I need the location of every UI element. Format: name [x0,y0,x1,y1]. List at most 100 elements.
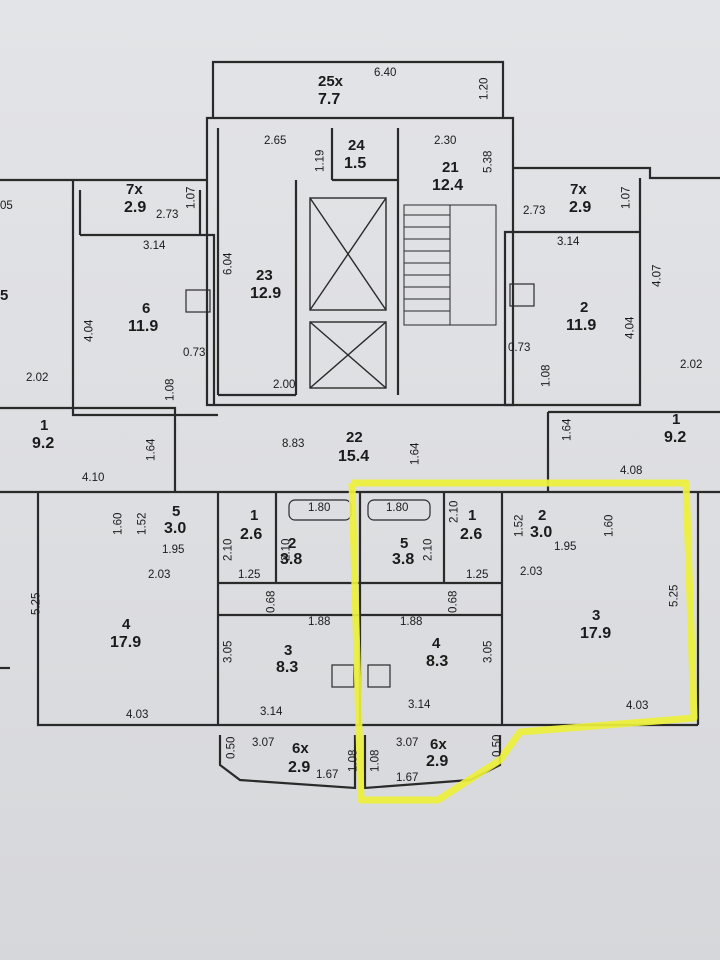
dimension-2-73-left: 2.73 [156,209,179,221]
dimension-8-83: 8.83 [282,438,305,450]
dimension-1-88-b: 1.88 [400,616,423,628]
room-1b-number: 1 [468,507,477,524]
room-2b-number: 2 [538,507,547,524]
dimension-1-25-b: 1.25 [466,569,489,581]
room-5b-number: 5 [400,535,409,552]
room-7x-right-area: 2.9 [569,199,592,216]
stairs-icon [403,204,497,326]
dimension-1-52-right: 1.52 [513,514,526,537]
dimension-1-95-left: 1.95 [162,544,185,556]
room-5-left-area: 3.0 [164,520,187,537]
room-3a-number: 3 [284,642,293,659]
room-4-left-area: 17.9 [110,634,142,651]
bottom-outline [36,492,700,727]
dimension-2-73-right: 2.73 [523,205,546,217]
dimension-3-14-b: 3.14 [408,699,431,711]
room-6-area: 11.9 [128,318,159,335]
room-5b-area: 3.8 [392,551,415,568]
dimension-1-08-left: 1.08 [164,378,177,401]
dimension-1-07-left: 1.07 [185,186,198,209]
room-6x-right-number: 6x [430,736,447,753]
partial-label-left-mid: 5 [0,287,9,304]
dimension-2-00: 2.00 [273,379,296,391]
dimension-0-73-right: 0.73 [508,342,531,354]
room-7x-left-area: 2.9 [124,199,147,216]
dimension-3-14-right: 3.14 [557,236,580,248]
room-21-number: 21 [442,159,459,176]
dimension-0-50-left: 0.50 [225,736,238,759]
room-2-top-number: 2 [580,299,589,316]
dimension-1-08-bottom-right: 1.08 [369,749,382,772]
partial-label-left-top: 05 [0,200,13,212]
dimension-2-03-left: 2.03 [148,569,171,581]
apartment-highlight-outline [348,479,698,804]
dimension-6-40: 6.40 [374,67,397,79]
room-24-area: 1.5 [344,155,367,172]
dimension-4-03-right: 4.03 [626,700,649,712]
balcony-6x-left [218,735,357,790]
dimension-6-04: 6.04 [222,252,235,275]
balcony-25x-outline [211,60,505,118]
room-7x-right-number: 7x [570,181,587,198]
dimension-1-07-right: 1.07 [620,186,633,209]
room-3b-area: 17.9 [580,625,612,642]
room-6x-right-area: 2.9 [426,753,449,770]
stove-icons [185,283,535,688]
room-1a-area: 2.6 [240,526,263,543]
room-2-top-area: 11.9 [566,317,597,334]
dimension-2-65: 2.65 [264,135,287,147]
room-3b-number: 3 [592,607,601,624]
dimension-3-07-right: 3.07 [396,737,419,749]
room-21-area: 12.4 [432,177,464,194]
dimension-1-80-b: 1.80 [386,502,409,514]
room-4-left-number: 4 [122,616,131,633]
dimension-1-08-bottom-left: 1.08 [347,749,360,772]
dimension-3-07-left: 3.07 [252,737,275,749]
room-4b-number: 4 [432,635,441,652]
room-2a-area: 3.8 [280,551,303,568]
dimension-4-04-left: 4.04 [83,319,96,342]
dimension-1-80-a: 1.80 [308,502,331,514]
room-5-left-number: 5 [172,503,181,520]
dimension-1-20: 1.20 [478,77,491,100]
room-1-left-area: 9.2 [32,435,55,452]
dimension-1-64-right: 1.64 [561,418,574,441]
dimension-5-25-left: 5.25 [30,592,43,615]
room-7x-left-number: 7x [126,181,143,198]
dimension-4-07: 4.07 [651,264,664,287]
right-wing-outline [503,166,720,407]
dimension-4-10: 4.10 [82,472,105,484]
dimension-3-14-a: 3.14 [260,706,283,718]
room-6x-left-number: 6x [292,740,309,757]
room-1b-area: 2.6 [460,526,483,543]
room-25x-number: 25x [318,73,344,90]
room-24-number: 24 [348,137,365,154]
dimension-2-02-left: 2.02 [26,372,49,384]
corridor-outline [0,406,720,492]
dimension-1-67-right: 1.67 [396,772,419,784]
dimension-3-05-b: 3.05 [482,640,495,663]
dimension-0-68-b: 0.68 [447,590,460,613]
dimension-4-03-left: 4.03 [126,709,149,721]
dimension-3-05-a: 3.05 [222,640,235,663]
room-23-number: 23 [256,267,273,284]
dimension-1-08-right: 1.08 [540,364,553,387]
room-23-area: 12.9 [250,285,282,302]
dimension-1-52-left: 1.52 [136,512,149,535]
dimension-4-04-right: 4.04 [624,316,637,339]
dimension-2-10-c: 2.10 [422,538,435,561]
room-6x-left-area: 2.9 [288,759,311,776]
room-1-left-number: 1 [40,417,49,434]
room-2b-area: 3.0 [530,524,553,541]
room-1a-number: 1 [250,507,259,524]
dimension-0-50-right: 0.50 [491,734,504,757]
dimension-1-64-middle: 1.64 [409,442,422,465]
dimension-1-60-right: 1.60 [603,514,616,537]
dimension-3-14-left: 3.14 [143,240,166,252]
dimension-0-68-a: 0.68 [265,590,278,613]
room-1-right-area: 9.2 [664,429,687,446]
room-6-number: 6 [142,300,151,317]
dimension-1-64-left: 1.64 [145,438,158,461]
